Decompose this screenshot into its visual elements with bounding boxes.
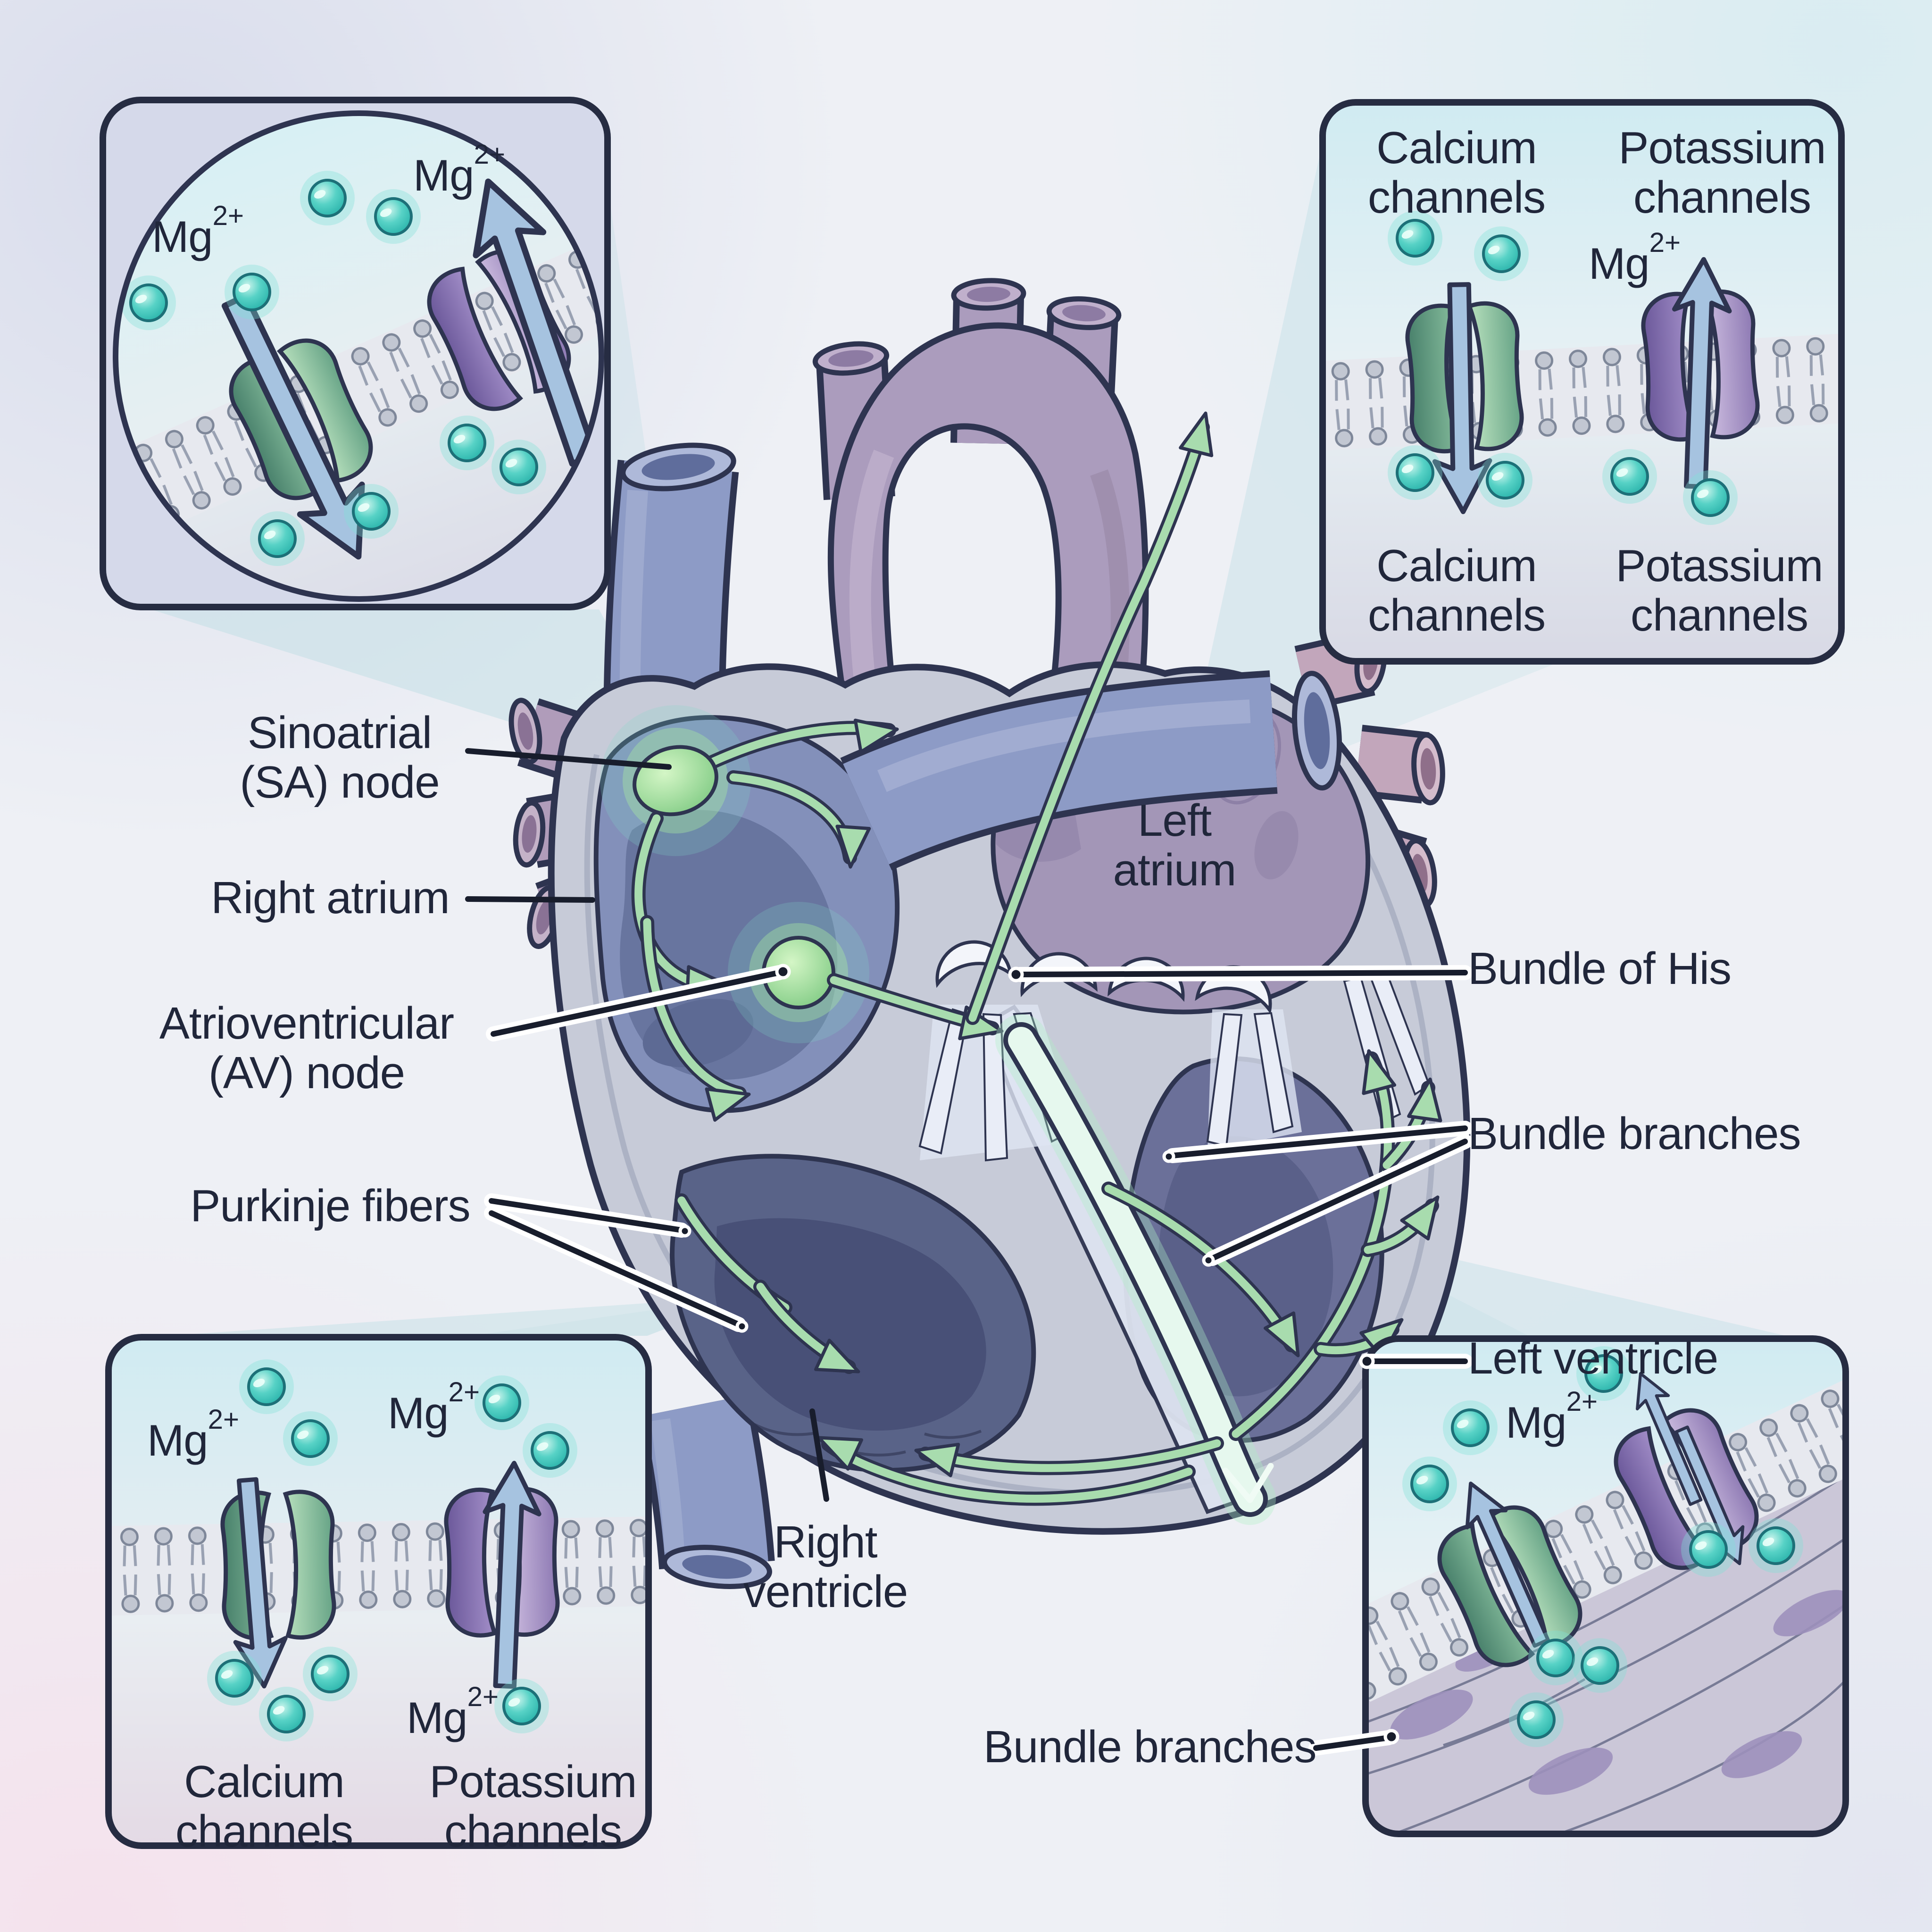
inset-bottom-right-muscle-membrane: [1362, 1335, 1849, 1837]
heart-illustration: [508, 278, 1471, 1589]
right-ventricle-chamber: [670, 1154, 1036, 1473]
conduction-system: [600, 409, 1451, 1525]
label-calcium-channels-bottom: Calcium channels: [1367, 541, 1546, 641]
label-purkinje-fibers: Purkinje fibers: [190, 1181, 470, 1231]
right-ventricle-leader: [809, 1408, 829, 1502]
mg-ion-label: Mg2+: [152, 200, 244, 261]
sa-node-leader: [465, 748, 672, 770]
bundle-of-his-leader: [1017, 970, 1468, 977]
label-sinoatrial-node: Sinoatrial (SA) node: [240, 708, 440, 808]
lipid-bilayer-membrane: [108, 1516, 649, 1616]
label-bundle-of-his: Bundle of His: [1468, 943, 1732, 994]
label-potassium-channels-top: Potassium channels: [1618, 123, 1826, 223]
label-potassium-channels-bl: Potassium channels: [429, 1757, 637, 1857]
label-calcium-channels-bl: Calcium channels: [175, 1757, 353, 1857]
lipid-bilayer-membrane: [116, 206, 601, 547]
bundle-branches-leader-1: [1170, 1125, 1468, 1158]
av-node-leader: [491, 970, 782, 1037]
bundle-of-his-and-branches: [827, 973, 1276, 1525]
label-left-atrium: Left atrium: [1113, 795, 1237, 895]
label-leader-lines: [465, 748, 1473, 1756]
label-bundle-branches-right: Bundle branches: [1468, 1108, 1801, 1159]
inset-bottom-left-cell-membrane: [105, 1334, 652, 1849]
bundle-branches-bottom-leader: [1313, 1735, 1391, 1751]
aorta: [812, 278, 1149, 713]
purkinje-fiber-network: [675, 1193, 1224, 1506]
mg-ion-label: Mg2+: [147, 1404, 240, 1465]
purkinje-leader-2: [489, 1210, 741, 1327]
inferior-vena-cava: [637, 1394, 775, 1589]
label-av-node: Atrioventricular (AV) node: [159, 998, 454, 1098]
label-right-ventricle: Right ventricle: [743, 1517, 908, 1617]
purkinje-leader-1: [489, 1198, 684, 1233]
label-right-atrium: Right atrium: [211, 873, 450, 923]
mg-ion-label: Mg2+: [388, 1377, 480, 1438]
inset-top-left-border: [100, 97, 611, 610]
inset-bottom-left-border: [105, 1334, 652, 1849]
mg-ion-label: Mg2+: [407, 1682, 499, 1742]
right-atrium-leader: [465, 896, 595, 903]
mg-ion-label: Mg2+: [413, 139, 506, 200]
label-calcium-channels-top: Calcium channels: [1367, 123, 1546, 223]
label-left-ventricle: Left ventricle: [1468, 1333, 1718, 1383]
mg-ion-label: Mg2+: [1506, 1386, 1598, 1447]
label-potassium-channels-bottom: Potassium channels: [1616, 541, 1823, 641]
inset-top-left-cell-membrane: [100, 97, 611, 610]
mg-ion-label: Mg2+: [1589, 227, 1681, 288]
inset-top-right-cell-membrane: [1319, 99, 1845, 665]
bundle-branches-leader-2: [1209, 1139, 1468, 1261]
heart-body: [548, 661, 1471, 1535]
label-bundle-branches-bottom: Bundle branches: [983, 1722, 1317, 1772]
inset-bottom-right-border: [1362, 1335, 1849, 1837]
inset-top-right-border: [1319, 99, 1845, 665]
